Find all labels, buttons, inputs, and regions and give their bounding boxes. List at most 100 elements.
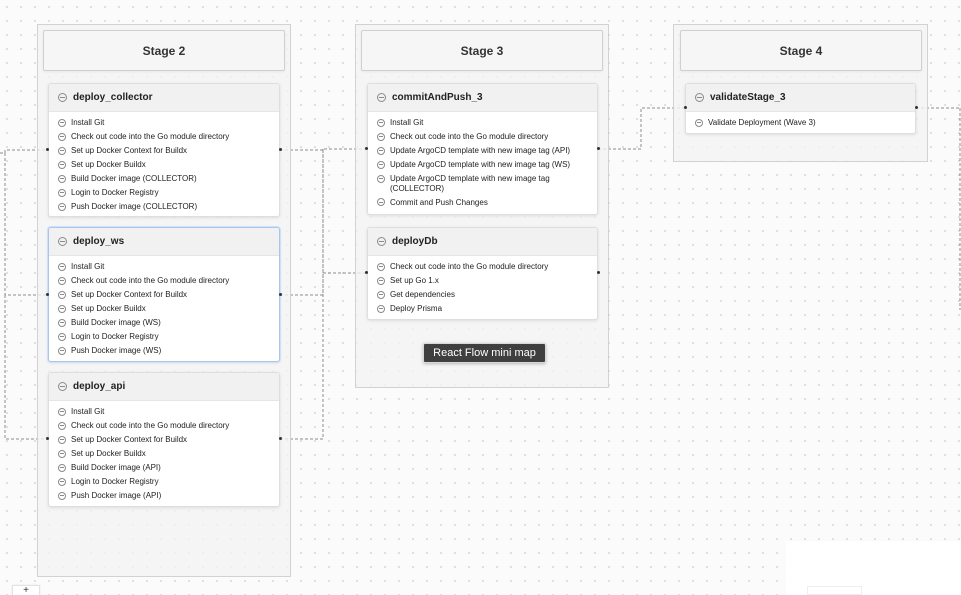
handle-deploy-collector-target[interactable]: [46, 148, 49, 151]
status-icon: [58, 93, 67, 102]
job-deploy-db[interactable]: deployDb Check out code into the Go modu…: [367, 227, 598, 320]
handle-deploy-api-target[interactable]: [46, 437, 49, 440]
handle-deploydb-source[interactable]: [597, 271, 600, 274]
job-name: validateStage_3: [710, 92, 786, 103]
step-label: Set up Docker Context for Buildx: [71, 435, 188, 444]
handle-validate-source[interactable]: [915, 106, 918, 109]
step-label: Update ArgoCD template with new image ta…: [390, 174, 550, 193]
job-header: commitAndPush_3: [368, 84, 597, 112]
step-item: Set up Docker Buildx: [58, 302, 279, 316]
status-icon: [377, 198, 385, 206]
step-list: Validate Deployment (Wave 3): [686, 112, 915, 130]
job-validate-stage-3[interactable]: validateStage_3 Validate Deployment (Wav…: [685, 83, 916, 134]
step-item: Set up Docker Context for Buildx: [58, 433, 279, 447]
status-icon: [377, 118, 385, 127]
edge-collector-to-commit: [280, 148, 367, 151]
step-item: Deploy Prisma: [377, 302, 597, 316]
step-label: Check out code into the Go module direct…: [390, 262, 549, 271]
step-label: Build Docker image (COLLECTOR): [71, 174, 197, 183]
handle-deploy-collector-source[interactable]: [279, 148, 282, 151]
job-name: deploy_api: [73, 381, 126, 392]
job-header: deploy_collector: [49, 84, 279, 112]
step-label: Install Git: [71, 118, 105, 127]
handle-deploydb-target[interactable]: [365, 271, 368, 274]
step-list: Install Git Check out code into the Go m…: [49, 112, 279, 214]
status-icon: [377, 132, 385, 141]
handle-deploy-api-source[interactable]: [279, 437, 282, 440]
job-name: deploy_collector: [73, 92, 153, 103]
step-item: Update ArgoCD template with new image ta…: [377, 158, 597, 172]
stage-4-header: Stage 4: [680, 30, 922, 71]
step-item: Check out code into the Go module direct…: [377, 130, 597, 144]
step-item: Check out code into the Go module direct…: [58, 274, 279, 288]
handle-validate-target[interactable]: [684, 106, 687, 109]
job-deploy-ws[interactable]: deploy_ws Install Git Check out code int…: [48, 227, 280, 362]
step-item: Check out code into the Go module direct…: [58, 130, 279, 144]
step-label: Push Docker image (COLLECTOR): [71, 202, 198, 211]
step-label: Get dependencies: [390, 290, 455, 299]
step-item: Set up Go 1.x: [377, 274, 597, 288]
handle-commit-target[interactable]: [365, 147, 368, 150]
step-label: Set up Go 1.x: [390, 276, 439, 285]
status-icon: [58, 477, 66, 486]
job-name: deployDb: [392, 236, 438, 247]
step-list: Install Git Check out code into the Go m…: [49, 256, 279, 358]
zoom-controls[interactable]: +: [12, 585, 40, 595]
status-icon: [58, 118, 66, 127]
status-icon: [58, 237, 67, 246]
stage-title: Stage 3: [460, 43, 504, 58]
step-list: Install Git Check out code into the Go m…: [368, 112, 597, 210]
step-item: Commit and Push Changes: [377, 196, 597, 210]
status-icon: [58, 202, 66, 211]
job-header: deployDb: [368, 228, 597, 256]
handle-deploy-ws-target[interactable]: [46, 293, 49, 296]
job-deploy-api[interactable]: deploy_api Install Git Check out code in…: [48, 372, 280, 507]
step-label: Login to Docker Registry: [71, 188, 159, 197]
status-icon: [377, 146, 385, 155]
status-icon: [58, 304, 66, 313]
step-label: Set up Docker Buildx: [71, 304, 146, 313]
zoom-in-button[interactable]: +: [23, 585, 29, 595]
step-label: Build Docker image (API): [71, 463, 161, 472]
step-item: Login to Docker Registry: [58, 475, 279, 489]
handle-deploy-ws-source[interactable]: [279, 293, 282, 296]
status-icon: [58, 449, 66, 458]
step-label: Validate Deployment (Wave 3): [708, 118, 816, 127]
status-icon: [377, 93, 386, 102]
status-icon: [377, 290, 385, 299]
status-icon: [58, 160, 66, 169]
status-icon: [377, 174, 385, 183]
step-label: Check out code into the Go module direct…: [71, 421, 230, 430]
step-label: Push Docker image (API): [71, 491, 162, 500]
step-item: Install Git: [377, 116, 597, 130]
handle-commit-source[interactable]: [597, 147, 600, 150]
minimap-viewport[interactable]: [807, 586, 862, 595]
step-item: Get dependencies: [377, 288, 597, 302]
step-item: Set up Docker Context for Buildx: [58, 288, 279, 302]
step-label: Push Docker image (WS): [71, 346, 162, 355]
step-label: Login to Docker Registry: [71, 332, 159, 341]
step-label: Deploy Prisma: [390, 304, 443, 313]
step-item: Set up Docker Buildx: [58, 158, 279, 172]
status-icon: [58, 146, 66, 155]
step-label: Check out code into the Go module direct…: [71, 132, 230, 141]
job-header: deploy_ws: [49, 228, 279, 256]
step-label: Set up Docker Buildx: [71, 449, 146, 458]
status-icon: [58, 463, 66, 472]
minimap-label-text: React Flow mini map: [433, 347, 536, 359]
step-item: Push Docker image (API): [58, 489, 279, 503]
step-label: Update ArgoCD template with new image ta…: [390, 146, 571, 155]
job-name: deploy_ws: [73, 236, 125, 247]
status-icon: [695, 118, 703, 127]
job-deploy-collector[interactable]: deploy_collector Install Git Check out c…: [48, 83, 280, 217]
step-item: Build Docker image (WS): [58, 316, 279, 330]
minimap-label: React Flow mini map: [423, 343, 546, 363]
status-icon: [58, 421, 66, 430]
job-header: validateStage_3: [686, 84, 915, 112]
status-icon: [377, 304, 385, 313]
step-item: Check out code into the Go module direct…: [377, 260, 597, 274]
status-icon: [58, 188, 66, 197]
step-label: Set up Docker Context for Buildx: [71, 146, 188, 155]
step-label: Check out code into the Go module direct…: [71, 276, 230, 285]
job-commit-and-push-3[interactable]: commitAndPush_3 Install Git Check out co…: [367, 83, 598, 215]
